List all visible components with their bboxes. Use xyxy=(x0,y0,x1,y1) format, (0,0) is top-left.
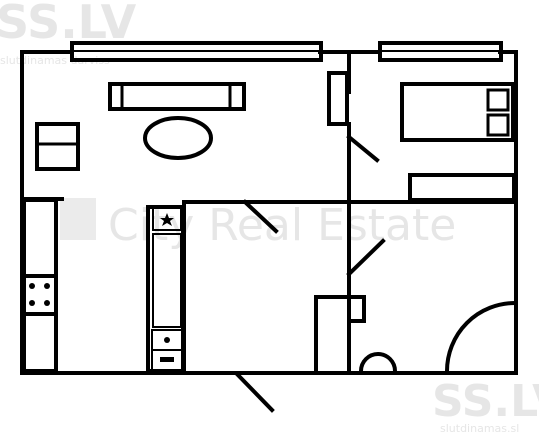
watermark-site-top-sub: slutdinamas darviss xyxy=(0,54,110,67)
kitchen-counter xyxy=(22,198,58,373)
wardrobe-living xyxy=(327,71,349,126)
bedroom-dresser xyxy=(408,173,516,202)
burner-icon xyxy=(29,283,35,289)
toilet xyxy=(358,352,398,374)
watermark-site-bottom-sub: slutdinamas.sl xyxy=(440,422,519,435)
burner-icon xyxy=(44,300,50,306)
fridge xyxy=(152,206,182,231)
door-living xyxy=(242,199,279,234)
shower xyxy=(444,300,518,374)
washbasin-unit xyxy=(314,295,351,375)
watermark-agency-logo xyxy=(60,198,96,240)
door-bedroom xyxy=(346,134,380,163)
door-entrance xyxy=(234,371,275,413)
watermark-site-top: SS.LV xyxy=(0,0,137,49)
door-bathroom xyxy=(346,238,386,277)
burner-icon xyxy=(44,283,50,289)
armchair xyxy=(35,122,80,171)
sofa-back xyxy=(120,82,232,111)
nightstand-bottom xyxy=(486,113,510,137)
washbasin xyxy=(347,295,366,323)
cabinet-inner xyxy=(152,233,182,328)
star-icon xyxy=(160,213,174,226)
hob-burners xyxy=(29,283,50,306)
sink-lower xyxy=(151,349,183,371)
sink-knobs xyxy=(160,337,174,362)
stove xyxy=(22,274,58,316)
drain-icon xyxy=(160,357,174,362)
coffee-table xyxy=(143,116,213,160)
sofa xyxy=(108,82,246,111)
watermark-site-bottom: SS.LV xyxy=(432,376,539,427)
burner-icon xyxy=(29,300,35,306)
nightstand-top xyxy=(486,88,510,112)
bed xyxy=(400,82,515,142)
knob-icon xyxy=(164,337,170,343)
